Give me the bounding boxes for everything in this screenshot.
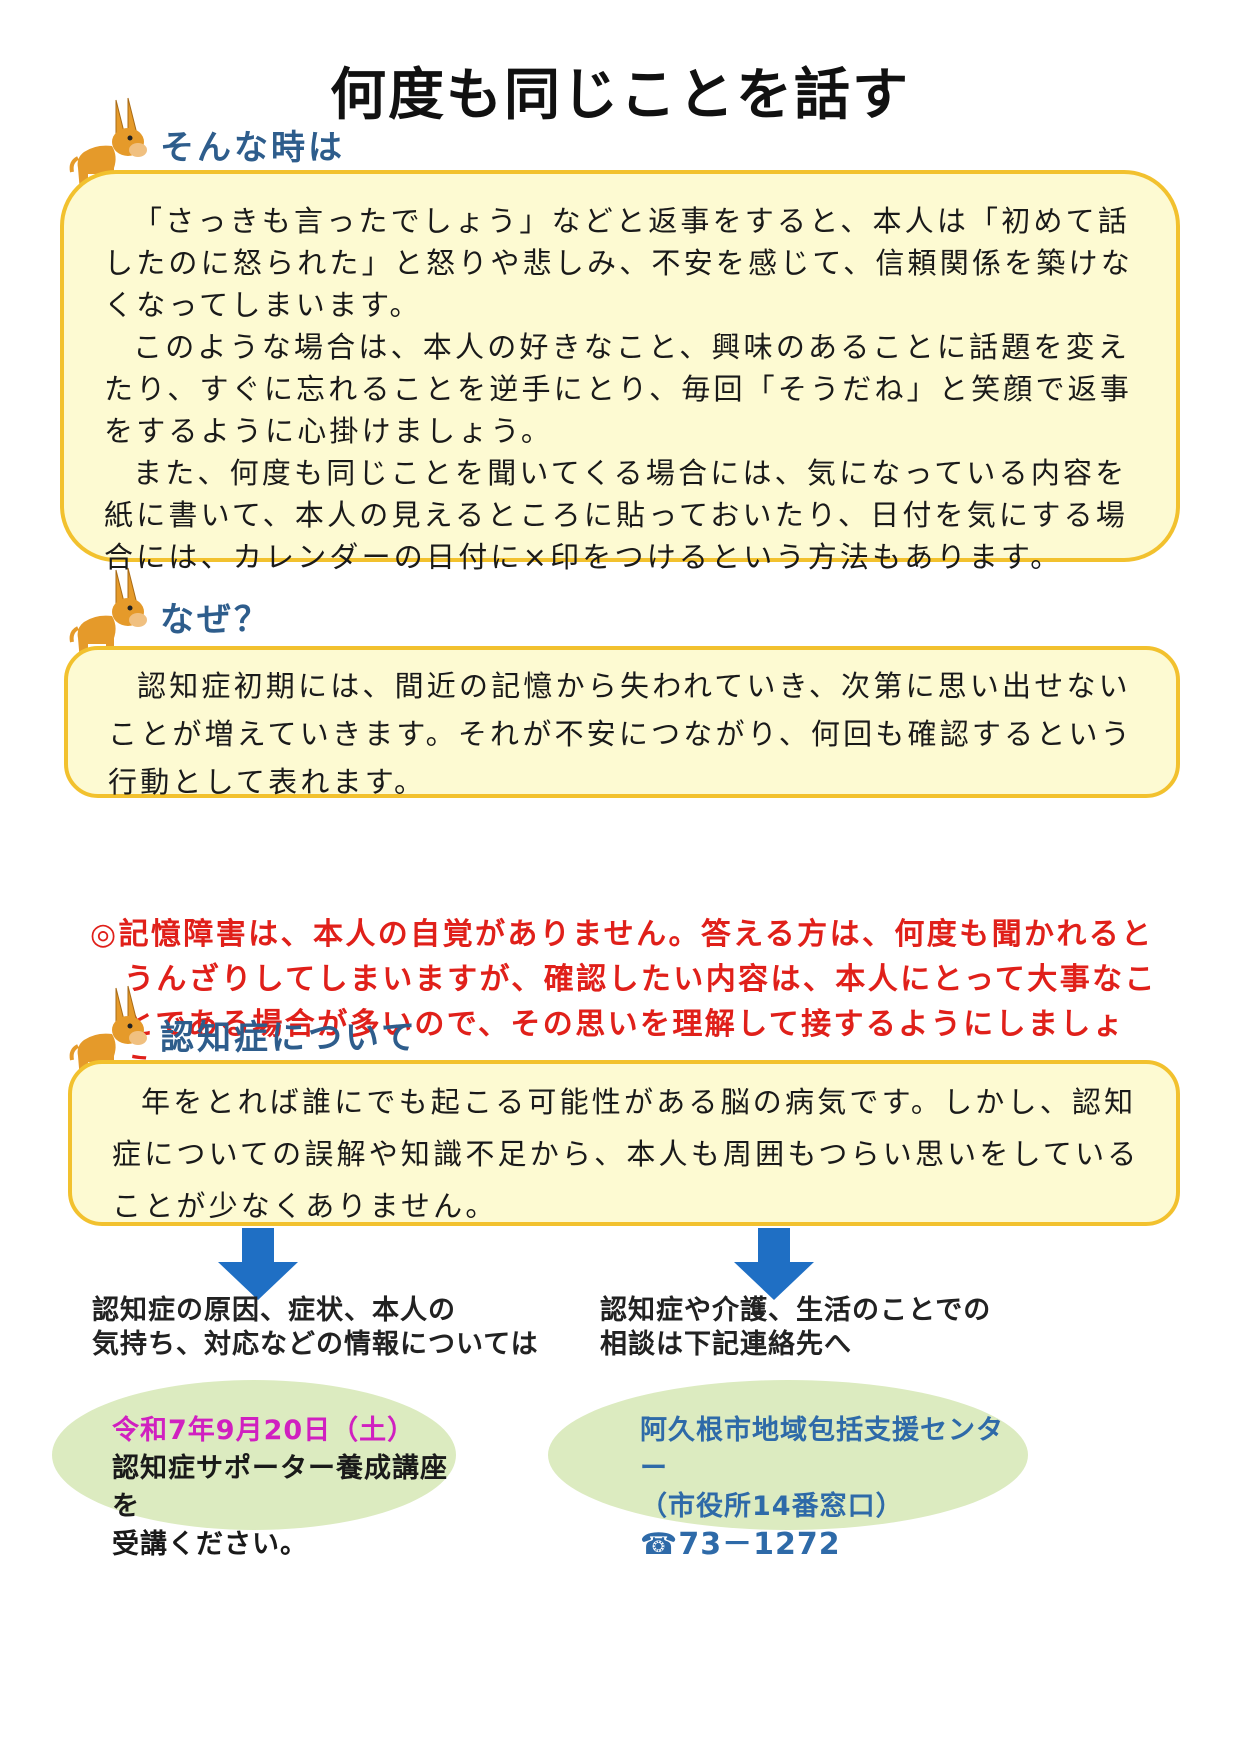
contact-org: 阿久根市地域包括支援センター [640, 1415, 1004, 1484]
reason-paragraph: 認知症初期には、間近の記憶から失われていき、次第に思い出せないことが増えていきま… [108, 669, 1133, 799]
contact-phone: ☎73－1272 [640, 1527, 841, 1562]
down-arrow-icon [734, 1228, 814, 1300]
section-heading-naze: なぜ？ [160, 600, 271, 640]
advice-paragraph: このような場合は、本人の好きなこと、興味のあることに話題を変えたり、すぐに忘れる… [104, 330, 1133, 448]
reason-box: 認知症初期には、間近の記憶から失われていき、次第に思い出せないことが増えていきま… [64, 646, 1180, 799]
seminar-info: 令和7年9月20日（土） 認知症サポーター養成講座を 受講ください。 [52, 1380, 456, 1560]
left-caption: 認知症の原因、症状、本人の 気持ち、対応などの情報については [92, 1295, 539, 1360]
seminar-text: 受講ください。 [112, 1529, 308, 1560]
about-box: 年をとれば誰にでも起こる可能性がある脳の病気です。しかし、認知症についての誤解や… [68, 1060, 1180, 1226]
advice-box: 「さっきも言ったでしょう」などと返事をすると、本人は「初めて話したのに怒られた」… [60, 170, 1180, 574]
advice-paragraph: また、何度も同じことを聞いてくる場合には、気になっている内容を紙に書いて、本人の… [104, 456, 1129, 574]
right-caption: 認知症や介護、生活のことでの 相談は下記連絡先へ [600, 1295, 992, 1360]
advice-paragraph: 「さっきも言ったでしょう」などと返事をすると、本人は「初めて話したのに怒られた」… [104, 204, 1133, 322]
page-title: 何度も同じことを話す [330, 63, 910, 128]
about-paragraph: 年をとれば誰にでも起こる可能性がある脳の病気です。しかし、認知症についての誤解や… [112, 1085, 1140, 1223]
contact-info: 阿久根市地域包括支援センター （市役所14番窓口） ☎73－1272 [548, 1380, 1028, 1562]
section-heading-about-dementia: 認知症について [160, 1018, 418, 1058]
notice-mark: ◎ [90, 917, 119, 952]
notice-text: 記憶障害は、本人の自覚がありません。答える方は、何度も聞かれるとうんざりしてしま… [118, 917, 1157, 1087]
seminar-text: 認知症サポーター養成講座を [112, 1453, 448, 1522]
down-arrow-icon [218, 1228, 298, 1300]
section-heading-sonnatoki: そんな時は [160, 128, 345, 168]
contact-location: （市役所14番窓口） [640, 1491, 904, 1522]
seminar-date: 令和7年9月20日（土） [112, 1415, 416, 1446]
important-notice: ◎記憶障害は、本人の自覚がありません。答える方は、何度も聞かれるとうんざりしてし… [90, 912, 1170, 1092]
